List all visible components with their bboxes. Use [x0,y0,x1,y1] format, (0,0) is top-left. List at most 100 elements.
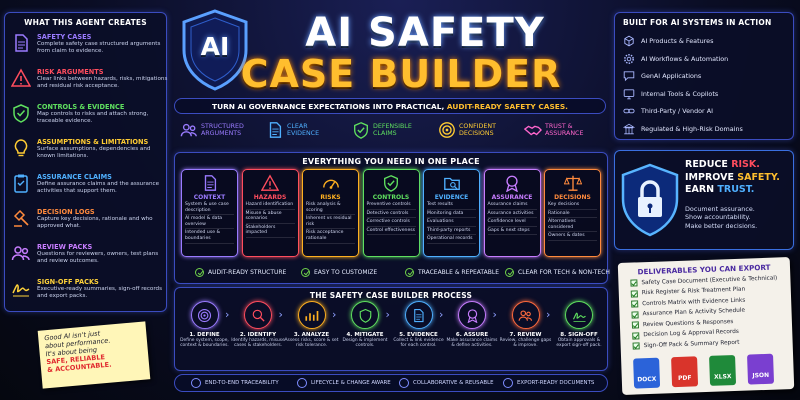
card-item: Test results [427,201,476,210]
checkbox-icon [630,279,638,287]
left-item-desc: Surface assumptions, dependencies and kn… [37,146,151,159]
check-circle-icon [195,268,204,277]
card-item: Stakeholders impacted [245,224,295,238]
people-icon [180,123,197,137]
step-arrow-icon: › [225,308,230,321]
document-icon [15,34,28,52]
check-circle-icon [301,268,310,277]
right-panel-heading: BUILT FOR AI SYSTEMS IN ACTION [623,18,772,27]
tag-line-2: ASSURANCE [545,130,584,137]
people-icon [518,309,533,321]
ai-badge-text: AI [200,32,230,61]
tag-line-1: CONFIDENT [459,122,496,130]
card-item: Preventive controls [366,201,416,210]
step-arrow-icon: › [278,308,283,321]
process-step: 1. DEFINE Define system, scope, context … [177,301,232,349]
deliverable-item: Safety Case Document (Executive & Techni… [630,274,777,287]
file-format-label: DOCX [637,375,657,384]
tag-line-2: CLAIMS [373,130,397,137]
warning-icon [11,68,31,87]
tag-line-1: DEFENSIBLE [373,122,412,130]
left-item-title: REVIEW PACKS [37,243,93,251]
feature-check: AUDIT-READY STRUCTURE [195,268,286,277]
step-row: 1. DEFINE Define system, scope, context … [177,301,607,371]
process-step: 6. ASSURE Make assurance claims & define… [445,301,500,349]
card-title: EVIDENCE [434,194,469,201]
right-item: GenAI Applications [623,68,701,84]
footer-icon [503,378,513,388]
step-label: 4. MITIGATE [346,332,384,338]
promo-line-2: IMPROVE SAFETY. [685,171,780,183]
right-item-label: AI Products & Features [641,37,714,45]
step-arrow-icon: › [332,308,337,321]
card-title: HAZARDS [253,194,287,201]
left-item-title: RISK ARGUMENTS [37,68,104,76]
card-item: Hazard identification [245,201,295,210]
deliverable-item: Review Questions & Responses [631,318,734,329]
card-item: Risk acceptance rationale [306,229,355,244]
signature-icon [572,312,586,322]
footer-item: COLLABORATIVE & REUSABLE [399,378,494,388]
checkbox-icon [631,300,639,308]
tag-line-2: DECISIONS [459,130,494,137]
tagline: TURN AI GOVERNANCE EXPECTATIONS INTO PRA… [174,98,606,114]
step-desc: Obtain approvals & export sign-off pack. [556,338,602,349]
footer-label: LIFECYCLE & CHANGE AWARE [311,380,391,386]
left-item-desc: Executive-ready summaries, sign-off reco… [37,286,163,299]
process-step: 7. REVIEW Review, challenge gaps & impro… [498,301,553,349]
tag-line-1: STRUCTURED [201,122,244,130]
folder-search-icon [443,177,460,190]
promo-desc-2: Show accountability. [685,213,751,222]
step-desc: Define system, scope, context & boundari… [180,338,229,349]
card-item: Monitoring data [427,210,476,219]
footer-item: EXPORT-READY DOCUMENTS [503,378,594,388]
tag-line-1: TRUST & [545,122,573,130]
file-format-badge: DOCX [633,357,661,389]
monitor-icon [623,88,635,99]
left-panel: WHAT THIS AGENT CREATES SAFETY CASES Com… [4,12,167,312]
card-item: Corrective controls [366,218,416,227]
footer-icon [399,378,409,388]
document-icon [269,122,282,138]
step-arrow-icon: › [385,308,390,321]
process-heading: THE SAFETY CASE BUILDER PROCESS [309,291,473,300]
everything-heading: EVERYTHING YOU NEED IN ONE PLACE [302,157,480,166]
file-format-label: JSON [752,371,770,380]
everything-panel: EVERYTHING YOU NEED IN ONE PLACE CONTEXT… [174,152,610,284]
footer-label: COLLABORATIVE & REUSABLE [413,380,494,386]
deliverable-label: Sign-Off Pack & Summary Report [643,339,740,349]
card-item: Confidence level [487,218,537,227]
left-item-desc: Capture key decisions, rationale and who… [37,216,153,229]
check-circle-icon [505,268,514,277]
card-item: Control effectiveness [366,227,416,236]
checkbox-icon [632,342,640,350]
left-item-title: SAFETY CASES [37,33,92,41]
checkbox-icon [631,321,640,329]
checkbox-icon [630,289,638,298]
card-title: CONTROLS [372,194,410,201]
deliverable-label: Decision Log & Approval Records [643,328,740,339]
left-item-desc: Questions for reviewers, owners, test pl… [37,251,159,264]
signature-icon [12,284,30,297]
card-item: Detective controls [366,210,416,219]
deliverable-label: Assurance Plan & Activity Schedule [642,307,746,318]
feature-label: AUDIT-READY STRUCTURE [208,269,287,276]
promo-panel: REDUCE RISK. IMPROVE SAFETY. EARN TRUST.… [614,150,794,250]
step-desc: Identify hazards, misuse cases & stakeho… [231,338,285,349]
left-item-desc: Clear links between hazards, risks, miti… [37,76,168,89]
right-item: AI Workflows & Automation [623,51,728,67]
card-item: Misuse & abuse scenarios [245,210,295,224]
card-item: AI model & data overview [185,215,234,230]
quote-note: Good AI isn't just about performance. It… [37,321,151,389]
step-arrow-icon: › [439,308,444,321]
left-item-title: ASSURANCE CLAIMS [37,173,112,181]
building-icon [623,123,635,134]
